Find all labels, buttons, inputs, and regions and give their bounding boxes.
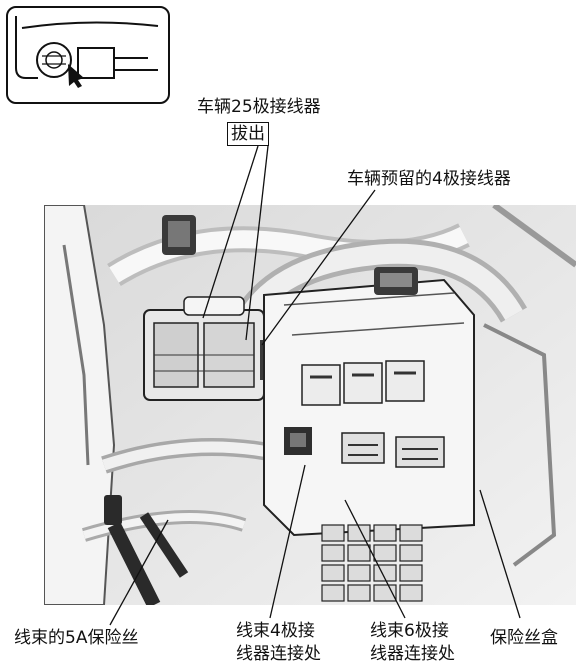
locator-inset xyxy=(6,6,170,104)
label-harness-5a-fuse: 线束的5A保险丝 xyxy=(14,628,139,648)
label-harness-4pin-joint-line1: 线束4极接 xyxy=(236,621,315,641)
label-harness-4pin-joint-line2: 线器连接处 xyxy=(236,644,321,664)
steering-wheel-icon xyxy=(36,42,72,78)
label-harness-6pin-joint-line2: 线器连接处 xyxy=(370,644,455,664)
label-25pin-connector: 车辆25极接线器 xyxy=(197,97,321,117)
label-reserved-4pin-connector: 车辆预留的4极接线器 xyxy=(347,169,511,189)
label-harness-6pin-joint-line1: 线束6极接 xyxy=(370,621,449,641)
label-fuse-box: 保险丝盒 xyxy=(490,628,558,648)
label-unplug: 拔出 xyxy=(227,122,269,146)
dashboard-locator-sketch xyxy=(15,16,159,88)
pointer-arrow-icon xyxy=(68,64,84,88)
engine-bay-illustration xyxy=(44,205,576,605)
